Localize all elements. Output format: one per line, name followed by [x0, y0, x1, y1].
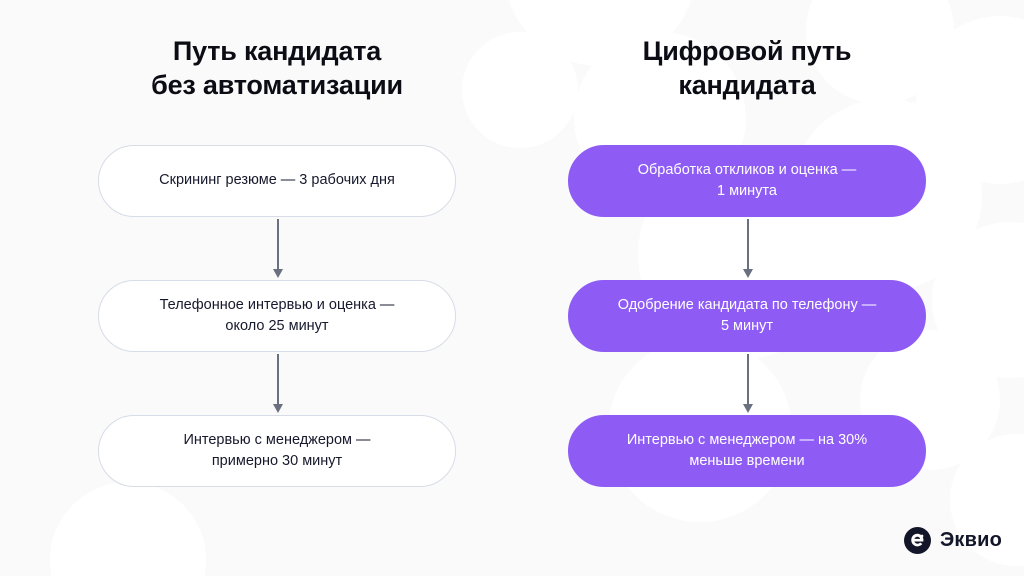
arrow-head: [743, 404, 753, 413]
arrow-head: [273, 404, 283, 413]
step-card-line2: меньше времени: [689, 453, 805, 469]
column-title-digital: Цифровой путь кандидата: [532, 34, 962, 102]
arrow-head: [743, 269, 753, 278]
arrow-down-icon: [743, 354, 753, 416]
column-manual: Путь кандидата без автоматизации Скринин…: [62, 0, 492, 576]
step-card-line1: Скрининг резюме — 3 рабочих дня: [159, 172, 395, 189]
arrow-shaft: [277, 354, 279, 408]
step-card[interactable]: Обработка откликов и оценка — 1 минута: [568, 145, 926, 217]
arrow-down-icon: [743, 219, 753, 281]
step-card-line1: Интервью с менеджером — на 30%: [626, 431, 868, 448]
step-card[interactable]: Одобрение кандидата по телефону — 5 мину…: [568, 280, 926, 352]
step-card-text: Обработка откликов и оценка — 1 минута: [638, 160, 857, 202]
step-card-text: Интервью с менеджером — на 30% меньше вр…: [627, 430, 867, 472]
arrow-shaft: [747, 219, 749, 273]
step-card[interactable]: Интервью с менеджером — на 30% меньше вр…: [568, 415, 926, 487]
column-title-line2: без автоматизации: [151, 70, 403, 101]
arrow-shaft: [277, 219, 279, 273]
arrow-shaft: [747, 354, 749, 408]
step-card-text: Скрининг резюме — 3 рабочих дня: [159, 170, 395, 191]
step-card-line2: 5 минут: [720, 318, 774, 334]
step-card-line2: около 25 минут: [225, 318, 329, 334]
step-card-line1: Интервью с менеджером —: [183, 431, 371, 448]
arrow-down-icon: [273, 219, 283, 281]
column-title-manual: Путь кандидата без автоматизации: [62, 34, 492, 102]
step-card-text: Одобрение кандидата по телефону — 5 мину…: [618, 295, 877, 337]
column-title-line2: кандидата: [678, 70, 816, 101]
step-card-text: Интервью с менеджером — примерно 30 мину…: [183, 430, 370, 472]
arrow-down-icon: [273, 354, 283, 416]
eqvio-circle-logo-icon: [903, 527, 931, 554]
step-card-line1: Телефонное интервью и оценка —: [159, 296, 395, 313]
arrow-head: [273, 269, 283, 278]
step-card[interactable]: Интервью с менеджером — примерно 30 мину…: [98, 415, 456, 487]
step-card[interactable]: Скрининг резюме — 3 рабочих дня: [98, 145, 456, 217]
step-card-line2: примерно 30 минут: [211, 453, 343, 469]
column-digital: Цифровой путь кандидата Обработка отклик…: [532, 0, 962, 576]
brand-logo: Эквио: [903, 527, 1002, 554]
step-card[interactable]: Телефонное интервью и оценка — около 25 …: [98, 280, 456, 352]
column-title-line1: Цифровой путь: [642, 36, 852, 66]
brand-name: Эквио: [939, 529, 1002, 551]
column-title-line1: Путь кандидата: [172, 36, 382, 66]
step-card-text: Телефонное интервью и оценка — около 25 …: [160, 295, 395, 337]
step-card-line1: Обработка откликов и оценка —: [637, 161, 857, 178]
step-card-line1: Одобрение кандидата по телефону —: [617, 296, 877, 313]
step-card-line2: 1 минута: [717, 183, 777, 199]
